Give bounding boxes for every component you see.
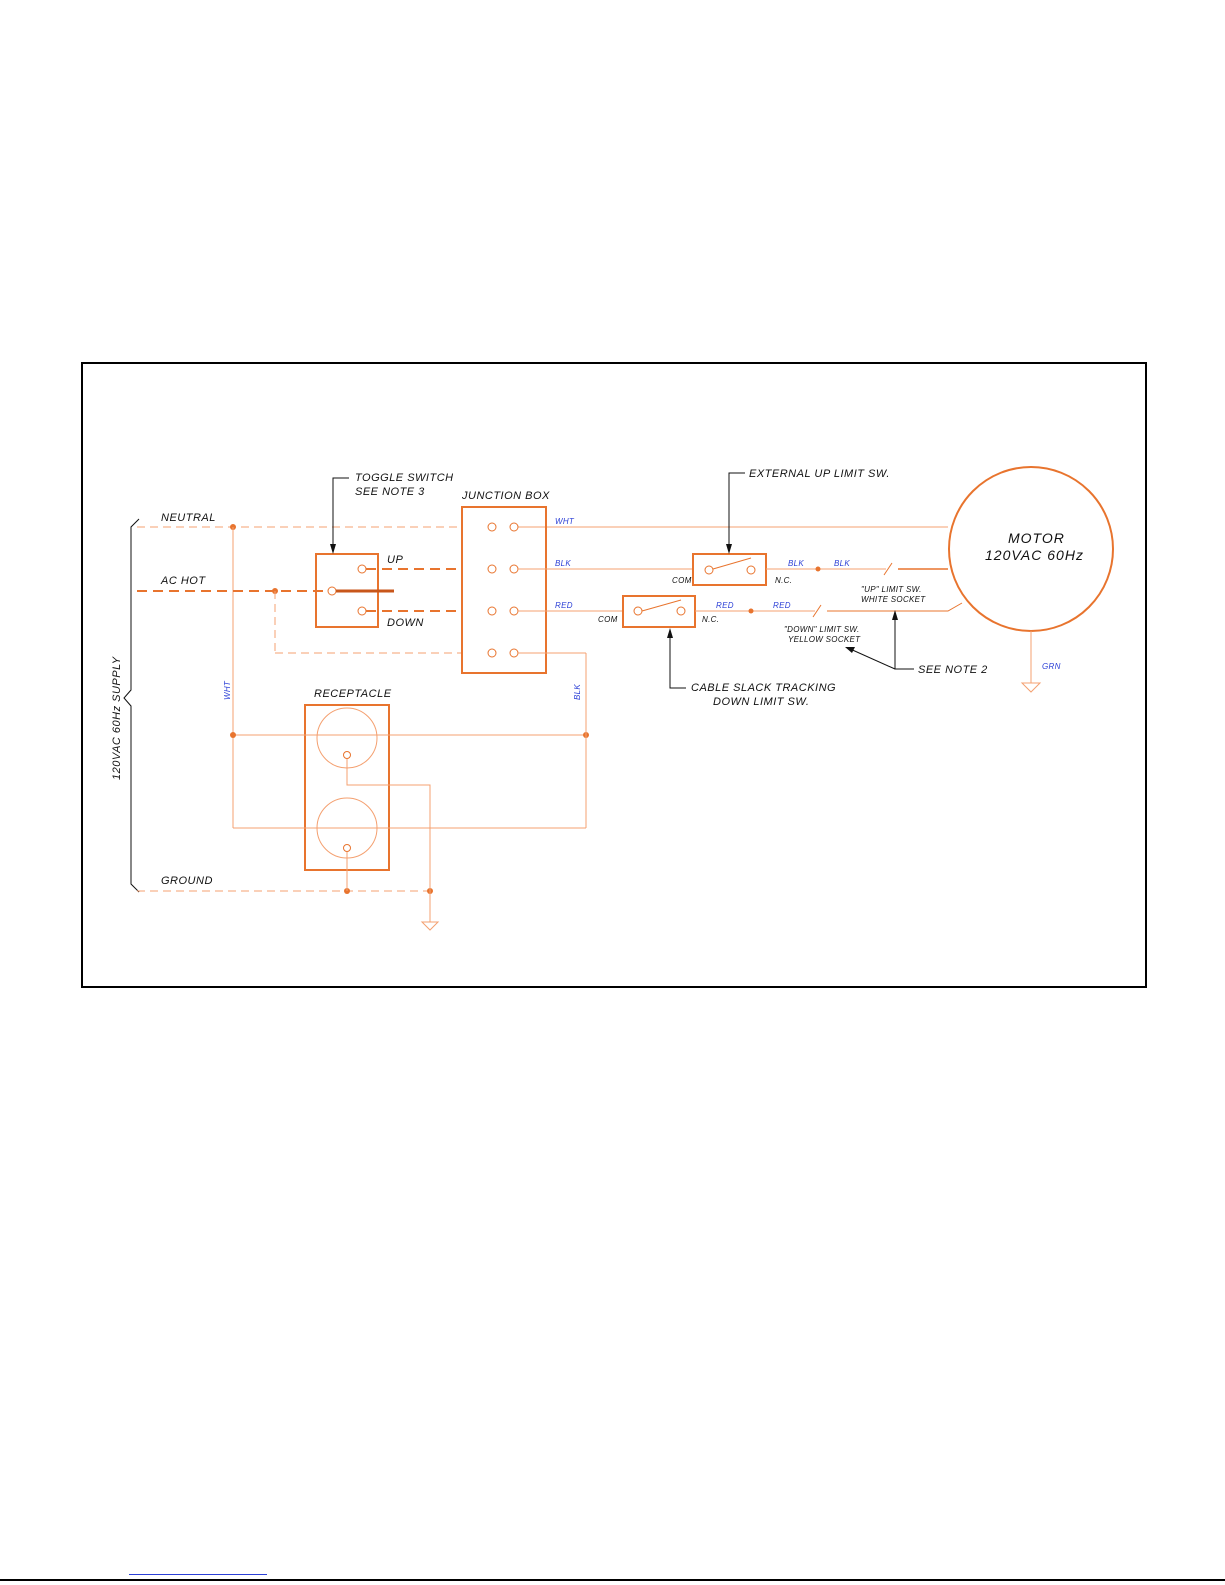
- red-junction-dot: [748, 608, 754, 614]
- footer-rule: [0, 1579, 1225, 1581]
- down-limit-nc-terminal: [676, 606, 686, 616]
- motor-ground-symbol: [1020, 682, 1042, 693]
- see-note-2-arrow-down: [845, 647, 855, 653]
- up-limit-socket-contact: [883, 562, 893, 576]
- wire-label-blk-after-switch: BLK: [788, 559, 804, 568]
- wire-label-red-motor: RED: [773, 601, 791, 610]
- receptacle-label: RECEPTACLE: [314, 688, 392, 700]
- jbox-terminal-2b: [509, 564, 519, 574]
- supply-brace: [123, 518, 140, 893]
- down-limit-com-terminal: [633, 606, 643, 616]
- toggle-switch-label-2: SEE NOTE 3: [355, 486, 425, 498]
- see-note-2-leader: [894, 612, 914, 670]
- receptacle-ground-wire: [346, 759, 431, 891]
- down-limit-contact: [641, 599, 682, 612]
- up-limit-com-label: COM: [672, 576, 692, 585]
- up-limit-nc-terminal: [746, 565, 756, 575]
- jbox-terminal-2a: [487, 564, 497, 574]
- supply-label: 120VAC 60Hz SUPPLY: [111, 656, 123, 780]
- receptacle-neutral-dot: [230, 732, 236, 738]
- up-limit-com-terminal: [704, 565, 714, 575]
- cable-slack-leader: [669, 630, 686, 689]
- toggle-down-label: DOWN: [387, 617, 424, 629]
- jbox-terminal-4b: [509, 648, 519, 658]
- see-note-2-arrow-up: [892, 610, 898, 620]
- red-wire-final: [827, 602, 963, 612]
- up-limit-socket-label-1: "UP" LIMIT SW.: [861, 585, 922, 594]
- wire-label-red-top: RED: [555, 601, 573, 610]
- wire-label-grn: GRN: [1042, 662, 1061, 671]
- junction-box-label: JUNCTION BOX: [461, 490, 550, 502]
- ground-symbol: [420, 921, 440, 931]
- drawing-frame: [81, 362, 1147, 988]
- jbox-terminal-1b: [509, 522, 519, 532]
- wire-label-wht-top: WHT: [555, 517, 575, 526]
- down-limit-socket-label-1: "DOWN" LIMIT SW.: [784, 625, 860, 634]
- down-limit-nc-label: N.C.: [702, 615, 719, 624]
- wire-label-red-after-switch: RED: [716, 601, 734, 610]
- receptacle-ground-pin-bottom: [343, 844, 351, 852]
- receptacle-ground-pin-top: [343, 751, 351, 759]
- cable-slack-label-1: CABLE SLACK TRACKING: [691, 682, 836, 694]
- blk-junction-dot: [815, 566, 821, 572]
- toggle-up-label: UP: [387, 554, 403, 566]
- external-up-limit-leader: [728, 472, 745, 552]
- neutral-label: NEUTRAL: [161, 512, 216, 524]
- up-limit-contact: [712, 557, 752, 570]
- wire-label-blk-vertical: BLK: [573, 684, 582, 700]
- ac-hot-label: AC HOT: [160, 575, 206, 587]
- toggle-switch-leader: [332, 477, 349, 552]
- down-limit-socket-contact: [812, 604, 822, 618]
- jbox-terminal-3b: [509, 606, 519, 616]
- jbox-terminal-4a: [487, 648, 497, 658]
- toggle-down-terminal: [357, 606, 367, 616]
- jbox-terminal-1a: [487, 522, 497, 532]
- external-up-limit-label: EXTERNAL UP LIMIT SW.: [749, 468, 890, 480]
- motor-label-2: 120VAC 60Hz: [985, 547, 1084, 563]
- see-note-2-label: SEE NOTE 2: [918, 664, 988, 676]
- ground-label: GROUND: [161, 875, 213, 887]
- up-limit-nc-label: N.C.: [775, 576, 792, 585]
- down-limit-socket-label-2: YELLOW SOCKET: [788, 635, 861, 644]
- toggle-switch-label-1: TOGGLE SWITCH: [355, 472, 454, 484]
- motor-label-1: MOTOR: [1008, 530, 1065, 546]
- footer-link-underline: [129, 1574, 267, 1575]
- cable-slack-arrow: [667, 628, 673, 638]
- wire-label-wht-vertical: WHT: [223, 680, 232, 700]
- wire-label-blk-top: BLK: [555, 559, 571, 568]
- toggle-up-terminal: [357, 564, 367, 574]
- junction-box: [461, 506, 547, 674]
- toggle-common-terminal: [327, 586, 337, 596]
- cable-slack-label-2: DOWN LIMIT SW.: [713, 696, 809, 708]
- up-limit-socket-label-2: WHITE SOCKET: [861, 595, 926, 604]
- jbox-terminal-3a: [487, 606, 497, 616]
- see-note-2-leader-diag: [847, 647, 896, 670]
- toggle-switch-arrow: [330, 544, 336, 554]
- external-up-limit-arrow: [726, 544, 732, 554]
- down-limit-com-label: COM: [598, 615, 618, 624]
- wire-label-blk-motor: BLK: [834, 559, 850, 568]
